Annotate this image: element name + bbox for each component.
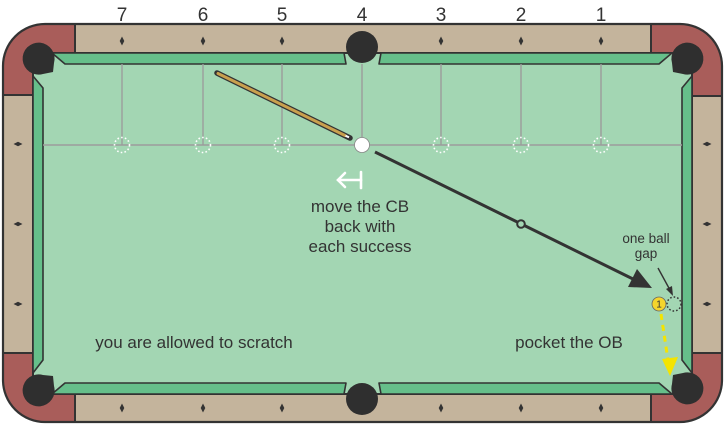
diamond-number-7: 7 (117, 5, 128, 26)
cue-ball-positions (113, 136, 610, 154)
table-outline (1, 22, 724, 424)
rail-diamond (200, 403, 206, 413)
pocket-top-left (22, 42, 55, 75)
rail-diamond (518, 403, 524, 413)
one-ball-gap-note: one ball gap (622, 231, 673, 296)
rail-diamond (702, 221, 712, 227)
pocket-bottom-middle (346, 383, 378, 415)
one-ball-gap-line-1: one ball (622, 231, 669, 246)
rail-diamond (702, 141, 712, 147)
rail-diamond (119, 36, 125, 46)
cue-ball-position-marker (113, 136, 131, 154)
move-cb-line-3: each success (309, 237, 412, 256)
object-ball-path-arrowhead (662, 357, 678, 376)
rail-diamond (13, 221, 23, 227)
move-cb-line-2: back with (325, 217, 396, 236)
rail-diamond (119, 403, 125, 413)
cue-ball (354, 137, 370, 153)
rail-diamond (438, 403, 444, 413)
move-cb-line-1: move the CB (311, 197, 409, 216)
cushion-left (32, 75, 44, 374)
rail-diamond (518, 36, 524, 46)
cue-stick (214, 70, 353, 141)
gap-pointer-arrowhead (666, 286, 673, 296)
pocket-ob-note: pocket the OB (515, 333, 623, 352)
object-ball-number: 1 (656, 300, 662, 311)
rail-diamond (13, 301, 23, 307)
cushion-top-right (378, 52, 673, 65)
object-ball-path (659, 313, 678, 376)
object-ball: 1 (651, 296, 667, 312)
pockets (22, 31, 704, 415)
rail-diamond (279, 403, 285, 413)
diamond-number-3: 3 (436, 5, 447, 26)
cushion-top-left (51, 52, 347, 65)
diamond-number-1: 1 (596, 5, 607, 26)
cue-ball-position-marker (592, 136, 610, 154)
rail-diamond (279, 36, 285, 46)
gap-pointer-line (657, 267, 671, 291)
cue-ball-position-marker (512, 136, 530, 154)
rail-diamond (598, 36, 604, 46)
pocket-bottom-left (22, 374, 55, 407)
cue-ball-position-marker (273, 136, 291, 154)
rail-diamond (598, 403, 604, 413)
cue-ball-position-marker (194, 136, 212, 154)
cushion-right (681, 75, 693, 374)
cushion-bottom-right (378, 382, 673, 395)
rail-diamond (702, 301, 712, 307)
diamond-number-2: 2 (516, 5, 527, 26)
scratch-note: you are allowed to scratch (95, 333, 293, 352)
cue-ball-position-marker (432, 136, 450, 154)
rail-diamond (200, 36, 206, 46)
diamond-number-5: 5 (277, 5, 288, 26)
aim-midpoint-marker (516, 219, 526, 229)
pocket-top-right (671, 42, 704, 75)
aim-line (374, 150, 652, 288)
pocket-top-middle (346, 31, 378, 63)
cushions (32, 52, 693, 395)
rail-diamonds (13, 36, 712, 413)
diamond-number-4: 4 (357, 5, 368, 26)
rail-diamond (438, 36, 444, 46)
one-ball-gap-line-2: gap (635, 246, 658, 261)
ghost-ball-gap (666, 296, 682, 312)
rail-diamond (13, 141, 23, 147)
diamond-number-6: 6 (198, 5, 209, 26)
diamond-number-labels: 7 6 5 4 3 2 1 (117, 5, 607, 26)
cushion-bottom-left (51, 382, 347, 395)
aim-arrowhead (628, 269, 652, 288)
pocket-bottom-right (671, 372, 704, 405)
left-arrow-to-bar-icon (336, 170, 363, 190)
move-cb-note: move the CB back with each success (309, 197, 412, 256)
